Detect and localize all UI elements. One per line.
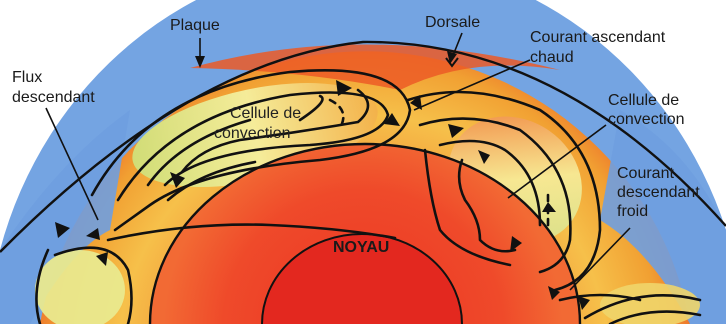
label-cellule-right-line1: Cellule de <box>608 92 679 109</box>
label-courant-descendant-line2: descendant <box>617 184 700 201</box>
label-cellule-left-line2: convection <box>214 125 291 142</box>
label-dorsale: Dorsale <box>425 14 480 31</box>
label-courant-descendant-line3: froid <box>617 203 648 220</box>
label-plaque: Plaque <box>170 17 220 34</box>
label-noyau: NOYAU <box>333 239 389 256</box>
label-flux-descendant-line1: Flux <box>12 69 42 86</box>
label-courant-descendant-line1: Courant <box>617 165 674 182</box>
label-flux-descendant-line2: descendant <box>12 89 95 106</box>
label-cellule-right-line2: convection <box>608 111 685 128</box>
label-courant-ascendant-line2: chaud <box>530 49 574 66</box>
label-courant-ascendant-line1: Courant ascendant <box>530 29 666 46</box>
label-cellule-left-line1: Cellule de <box>230 105 301 122</box>
